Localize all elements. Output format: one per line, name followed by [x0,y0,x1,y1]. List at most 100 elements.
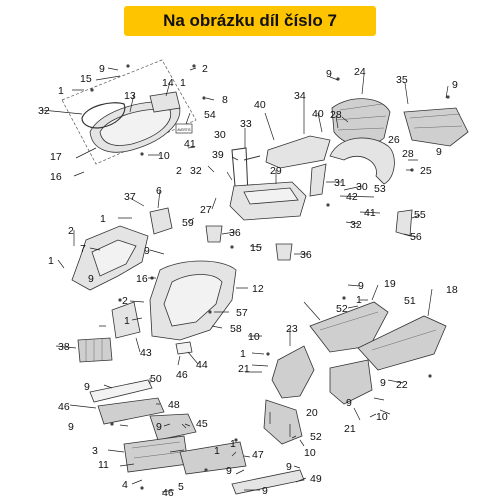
callout-1: 1 [124,315,130,327]
bracket-55-part [395,209,413,237]
lamp-part [149,91,181,113]
callout-32: 32 [38,105,50,117]
callout-16: 16 [136,273,148,285]
screw [192,64,196,68]
callout-9: 9 [226,465,232,477]
panel-45-part [149,413,197,441]
callout-8: 8 [222,94,228,106]
callout-2: 2 [176,165,182,177]
gasket-ring-part [81,102,126,129]
callout-13: 13 [124,90,136,102]
callout-21: 21 [344,423,356,435]
callout-25: 25 [420,165,432,177]
callout-37: 37 [124,191,136,203]
callout-6: 6 [156,185,162,197]
callout-4: 4 [122,479,128,491]
screw [234,438,238,442]
callout-1: 1 [214,445,220,457]
callout-29: 29 [270,165,282,177]
warning-label-part [175,123,193,134]
callout-26: 26 [388,134,400,146]
callout-9: 9 [144,245,150,257]
screw [126,64,130,68]
callout-15: 15 [80,73,92,85]
screw [428,374,432,378]
callout-51: 51 [404,295,416,307]
screw [446,95,450,99]
screw [326,203,330,207]
side-panel-18-part [357,315,447,371]
callout-28: 28 [402,148,414,160]
callout-3: 3 [92,445,98,457]
callout-44: 44 [196,359,208,371]
callout-5: 5 [178,481,184,493]
callout-1: 1 [100,213,106,225]
panel-47-part [179,441,247,475]
screw [140,152,144,156]
callout-22: 22 [396,379,408,391]
callout-12: 12 [252,283,264,295]
callout-1: 1 [58,85,64,97]
callout-39: 39 [212,149,224,161]
title-text: Na obrázku díl číslo 7 [163,11,337,30]
callout-36: 36 [229,227,241,239]
leader-lines [41,67,449,493]
callout-9: 9 [68,421,74,433]
screw [230,245,234,249]
callout-15: 15 [250,242,262,254]
mudguard-part [329,137,395,185]
callout-40: 40 [254,99,266,111]
screw [90,88,94,92]
callout-10: 10 [158,150,170,162]
grill-38-part [77,337,113,363]
callout-31: 31 [334,177,346,189]
callout-41: 41 [364,207,376,219]
screw [208,310,212,314]
callout-11: 11 [98,459,109,471]
callout-32: 32 [350,219,362,231]
callout-21: 21 [238,363,250,375]
callout-9: 9 [346,397,352,409]
callout-19: 19 [384,278,396,290]
callout-9: 9 [326,68,332,80]
hatch [133,451,183,459]
callout-36: 36 [300,249,312,261]
callout-30: 30 [214,129,226,141]
cap-36-part [205,225,223,243]
callout-47: 47 [252,449,264,461]
callout-1: 1 [230,438,236,450]
callout-30: 30 [356,181,368,193]
tank-cover-part [331,98,391,146]
callout-2: 2 [68,225,74,237]
callout-34: 34 [294,90,306,102]
battery-box-top [243,187,299,205]
callout-16: 16 [50,171,62,183]
callout-9: 9 [84,381,90,393]
callout-52: 52 [336,303,348,315]
screw [336,77,340,81]
callout-58: 58 [230,323,242,335]
callout-9: 9 [436,146,442,158]
panel-3-part [123,435,189,473]
bracket-37-part [149,207,173,235]
callout-20: 20 [306,407,318,419]
callout-35: 35 [396,74,408,86]
part-7-detail [91,239,137,277]
hatch [131,441,181,449]
hatch [371,329,437,351]
screw [202,96,206,100]
callout-1: 1 [180,77,186,89]
callout-10: 10 [376,411,388,423]
callout-54: 54 [204,109,216,121]
callout-9: 9 [99,63,105,75]
callout-52: 52 [310,431,322,443]
callout-57: 57 [236,307,248,319]
callout-10: 10 [248,331,260,343]
callout-43: 43 [140,347,152,359]
hatch [339,103,383,111]
callout-1: 1 [240,348,246,360]
callout-46: 46 [58,401,70,413]
screw [266,352,270,356]
callout-40: 40 [312,108,324,120]
